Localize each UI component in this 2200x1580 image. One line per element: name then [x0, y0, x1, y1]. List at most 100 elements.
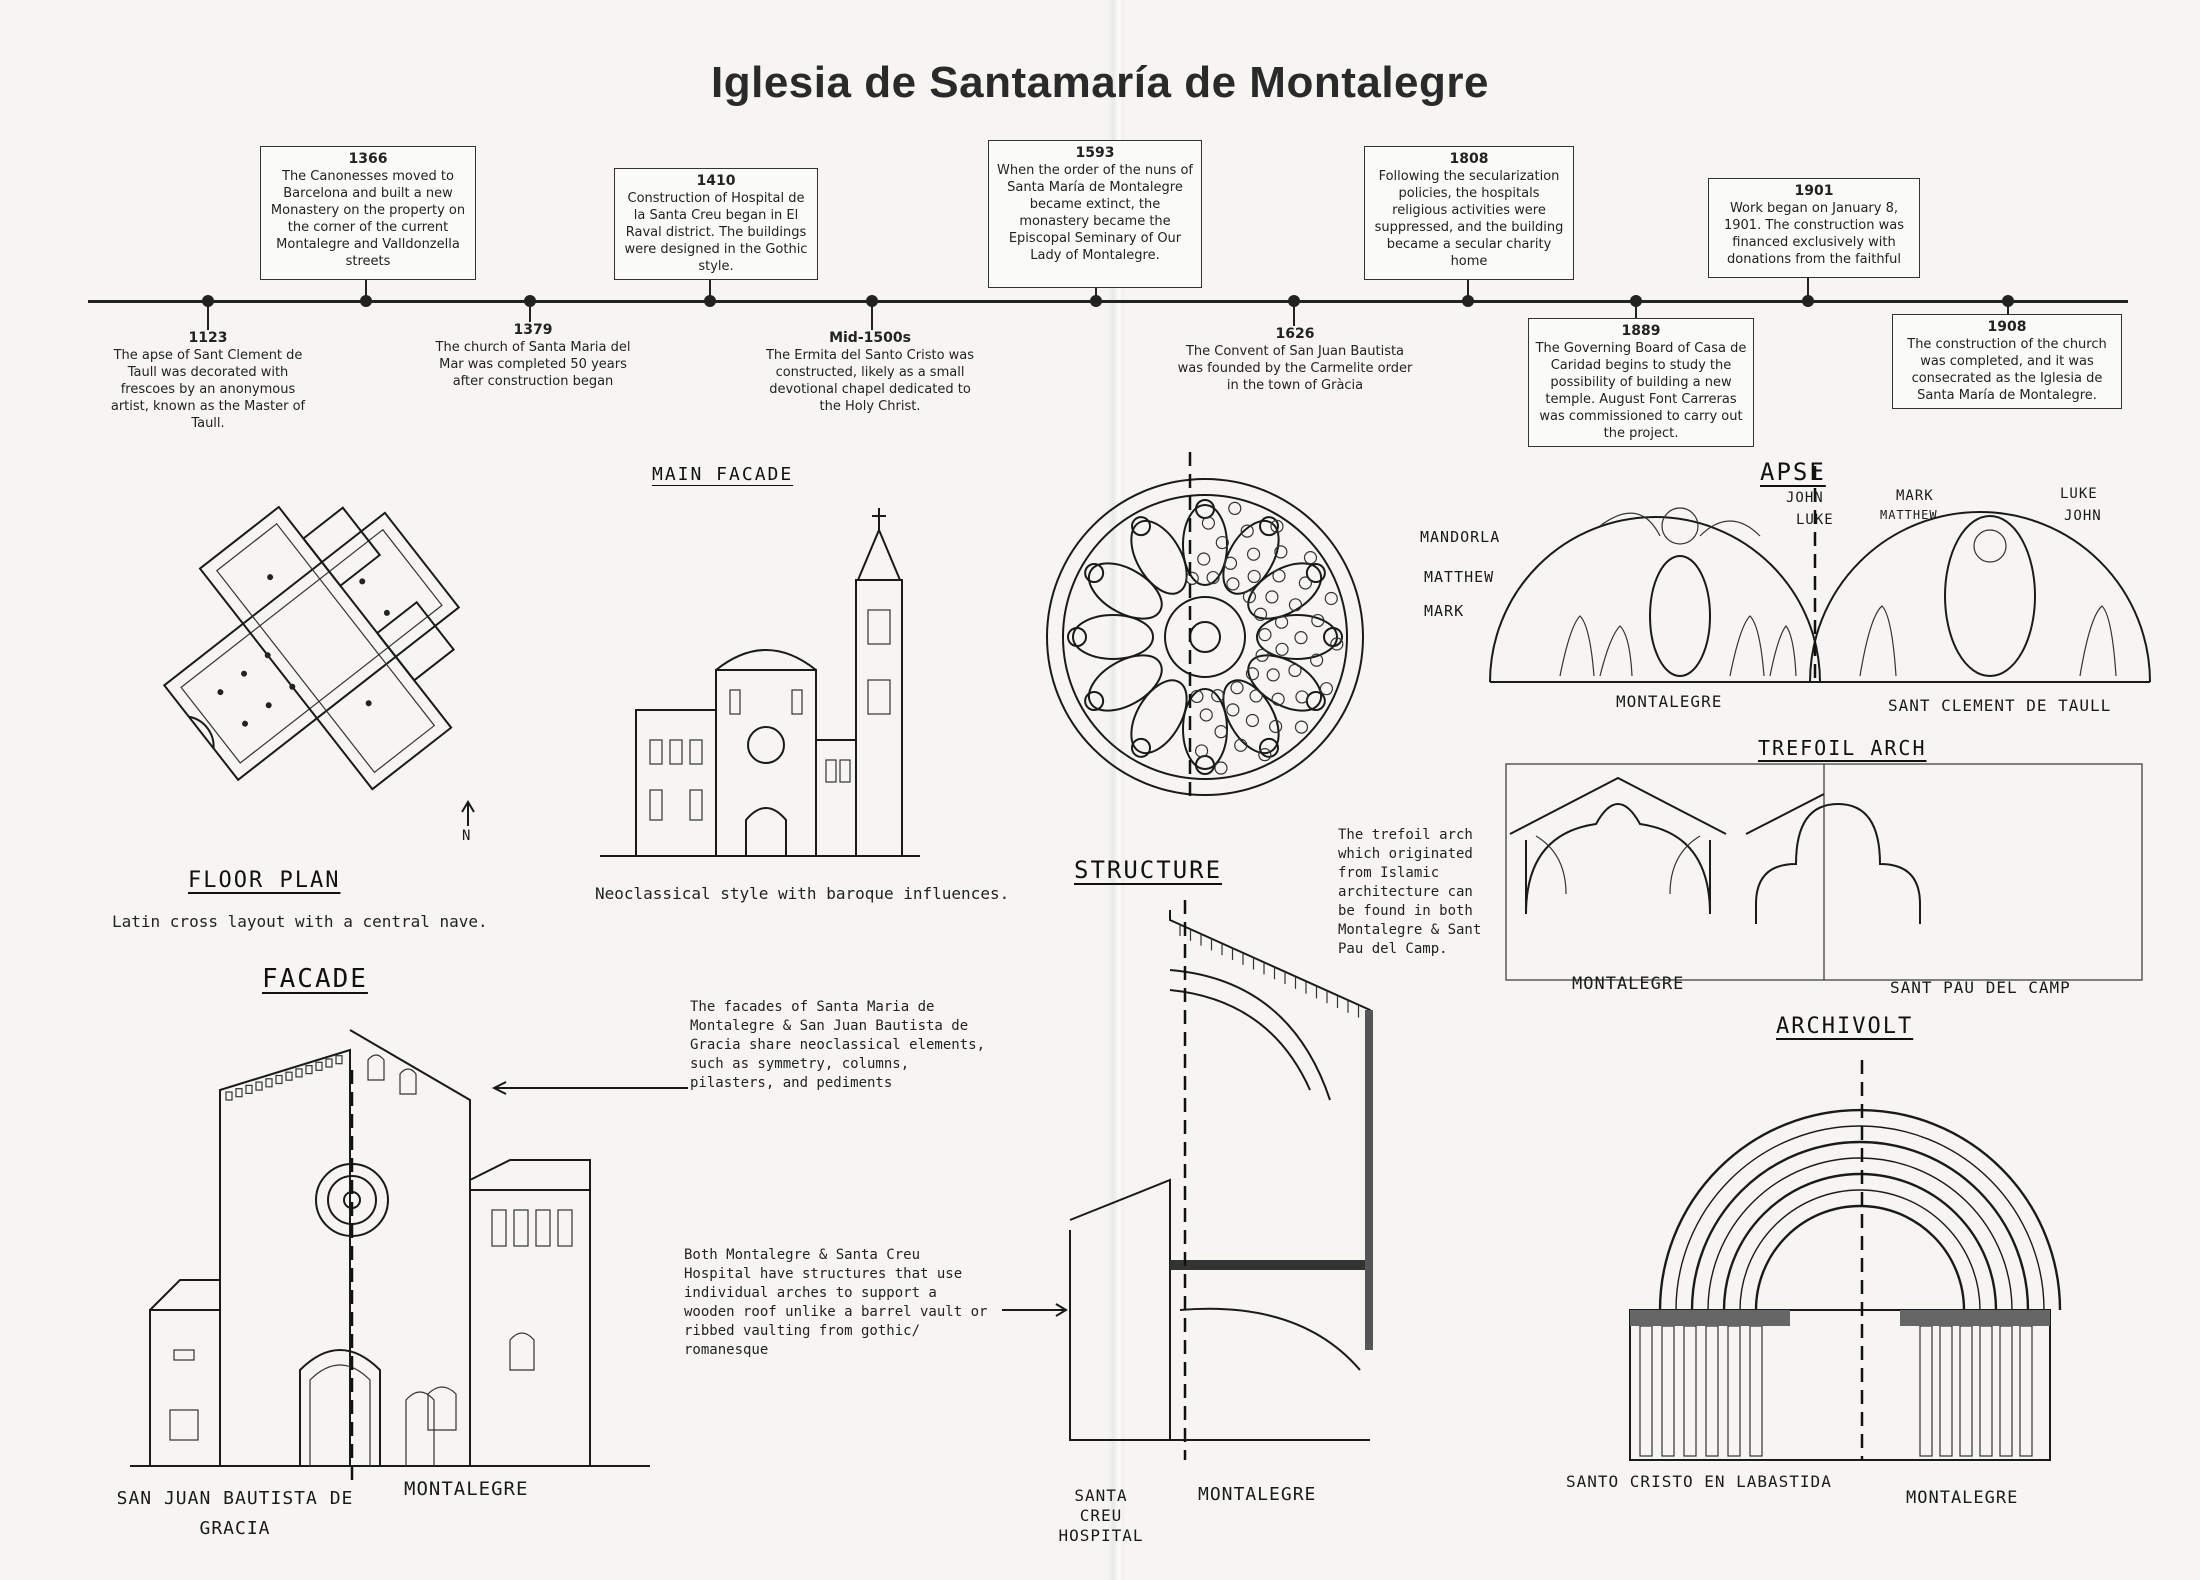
apse-label-luke-2: LUKE	[2060, 486, 2098, 502]
page-fold	[1108, 0, 1124, 1580]
timeline-year: 1626	[1275, 326, 1315, 342]
structure-label-montalegre: MONTALEGRE	[1198, 1484, 1317, 1505]
main-facade-drawing	[600, 508, 920, 857]
timeline-year: 1593	[1075, 145, 1115, 161]
main-facade-heading: MAIN FACADE	[652, 464, 794, 485]
apse-label-mark: MARK	[1424, 602, 1465, 620]
structure-heading: STRUCTURE	[1074, 856, 1223, 884]
timeline-dot	[1630, 295, 1642, 307]
apse-label-mark-2: MARK	[1896, 488, 1934, 504]
timeline-text: Following the secularization policies, t…	[1374, 169, 1564, 269]
apse-heading: APSE	[1760, 458, 1826, 486]
structure-drawing	[1069, 900, 1373, 1460]
facade-label-san-juan: SAN JUAN BAUTISTA DE GRACIA	[116, 1488, 354, 1539]
main-facade-caption: Neoclassical style with baroque influenc…	[595, 884, 1010, 903]
timeline-year: 1908	[1987, 319, 2027, 335]
timeline-text: When the order of the nuns of Santa Marí…	[996, 163, 1193, 263]
trefoil-drawing	[1505, 763, 2143, 981]
floor-plan-caption: Latin cross layout with a central nave.	[112, 912, 488, 931]
timeline-connector	[1635, 304, 1637, 318]
timeline-text: The Canonesses moved to Barcelona and bu…	[270, 169, 466, 269]
trefoil-note: The trefoil arch which originated from I…	[1338, 827, 1482, 957]
timeline-year: 1379	[513, 322, 553, 338]
archivolt-label-montalegre: MONTALEGRE	[1906, 1488, 2019, 1508]
timeline-connector	[2007, 304, 2009, 314]
timeline-year: 1123	[188, 330, 228, 346]
timeline-dot	[360, 295, 372, 307]
archivolt-heading: ARCHIVOLT	[1776, 1014, 1914, 1039]
timeline-text: The Ermita del Santo Cristo was construc…	[765, 348, 975, 414]
structure-note: Both Montalegre & Santa Creu Hospital ha…	[684, 1247, 988, 1358]
timeline-dot	[524, 295, 536, 307]
timeline-text: The apse of Sant Clement de Taull was de…	[110, 348, 306, 431]
timeline-connector	[1095, 288, 1097, 300]
north-label: N	[462, 828, 472, 844]
facade-note: The facades of Santa Maria de Montalegre…	[690, 999, 986, 1091]
timeline-connector	[871, 304, 873, 330]
timeline-dot	[1090, 295, 1102, 307]
floor-plan-drawing	[162, 505, 461, 791]
trefoil-label-sant-pau: SANT PAU DEL CAMP	[1890, 978, 2071, 997]
facade-arrow-icon	[491, 1081, 688, 1095]
timeline-text: Work began on January 8, 1901. The const…	[1723, 201, 1904, 267]
timeline-text: The Convent of San Juan Bautista was fou…	[1177, 344, 1413, 393]
north-arrow-icon	[461, 800, 475, 826]
apse-label-matthew: MATTHEW	[1424, 568, 1495, 586]
facade-heading: FACADE	[262, 964, 368, 994]
timeline-dot	[704, 295, 716, 307]
timeline-connector	[1467, 280, 1469, 300]
timeline-text: The construction of the church was compl…	[1907, 337, 2107, 403]
structure-arrow-icon	[1002, 1303, 1068, 1317]
timeline-connector	[365, 280, 367, 300]
page-title: Iglesia de Santamaría de Montalegre	[711, 58, 1489, 107]
structure-label-santa-creu: SANTA CREU HOSPITAL	[1058, 1486, 1144, 1545]
timeline-text: The Governing Board of Casa de Caridad b…	[1535, 341, 1747, 441]
timeline-connector	[709, 280, 711, 300]
trefoil-label-montalegre: MONTALEGRE	[1572, 974, 1685, 994]
facade-label-montalegre: MONTALEGRE	[404, 1478, 529, 1500]
trefoil-heading: TREFOIL ARCH	[1758, 736, 1927, 760]
timeline-connector	[207, 304, 209, 330]
timeline-dot	[1802, 295, 1814, 307]
apse-label-luke: LUKE	[1796, 512, 1834, 528]
apse-label-john: JOHN	[1786, 490, 1824, 506]
timeline-year: 1808	[1449, 151, 1489, 167]
timeline-dot	[202, 295, 214, 307]
timeline-text: Construction of Hospital de la Santa Cre…	[624, 191, 808, 274]
timeline-connector	[1807, 278, 1809, 300]
timeline-dot	[1288, 295, 1300, 307]
apse-drawing	[1489, 466, 2151, 683]
timeline-year: Mid-1500s	[829, 330, 911, 346]
timeline-connector	[529, 304, 531, 322]
timeline-text: The church of Santa Maria del Mar was co…	[435, 340, 631, 389]
apse-label-montalegre: MONTALEGRE	[1616, 692, 1723, 711]
apse-label-mandorla: MANDORLA	[1420, 528, 1501, 546]
facade-drawing	[130, 1029, 650, 1480]
archivolt-label-santo-cristo: SANTO CRISTO EN LABASTIDA	[1566, 1472, 1832, 1491]
apse-label-john-2: JOHN	[2064, 508, 2102, 524]
timeline-year: 1901	[1794, 183, 1834, 199]
timeline-axis	[88, 300, 2128, 303]
archivolt-drawing	[1629, 1060, 2062, 1461]
rose-window-drawing	[1046, 452, 1364, 802]
timeline-year: 1410	[696, 173, 736, 189]
timeline-year: 1889	[1621, 323, 1661, 339]
timeline-connector	[1293, 304, 1295, 326]
apse-label-matthew-2: MATTHEW	[1880, 508, 1938, 522]
apse-label-sant-clement: SANT CLEMENT DE TAULL	[1888, 696, 2112, 715]
timeline-year: 1366	[348, 151, 388, 167]
timeline-dot	[2002, 295, 2014, 307]
floor-plan-heading: FLOOR PLAN	[188, 868, 341, 893]
timeline-dot	[1462, 295, 1474, 307]
